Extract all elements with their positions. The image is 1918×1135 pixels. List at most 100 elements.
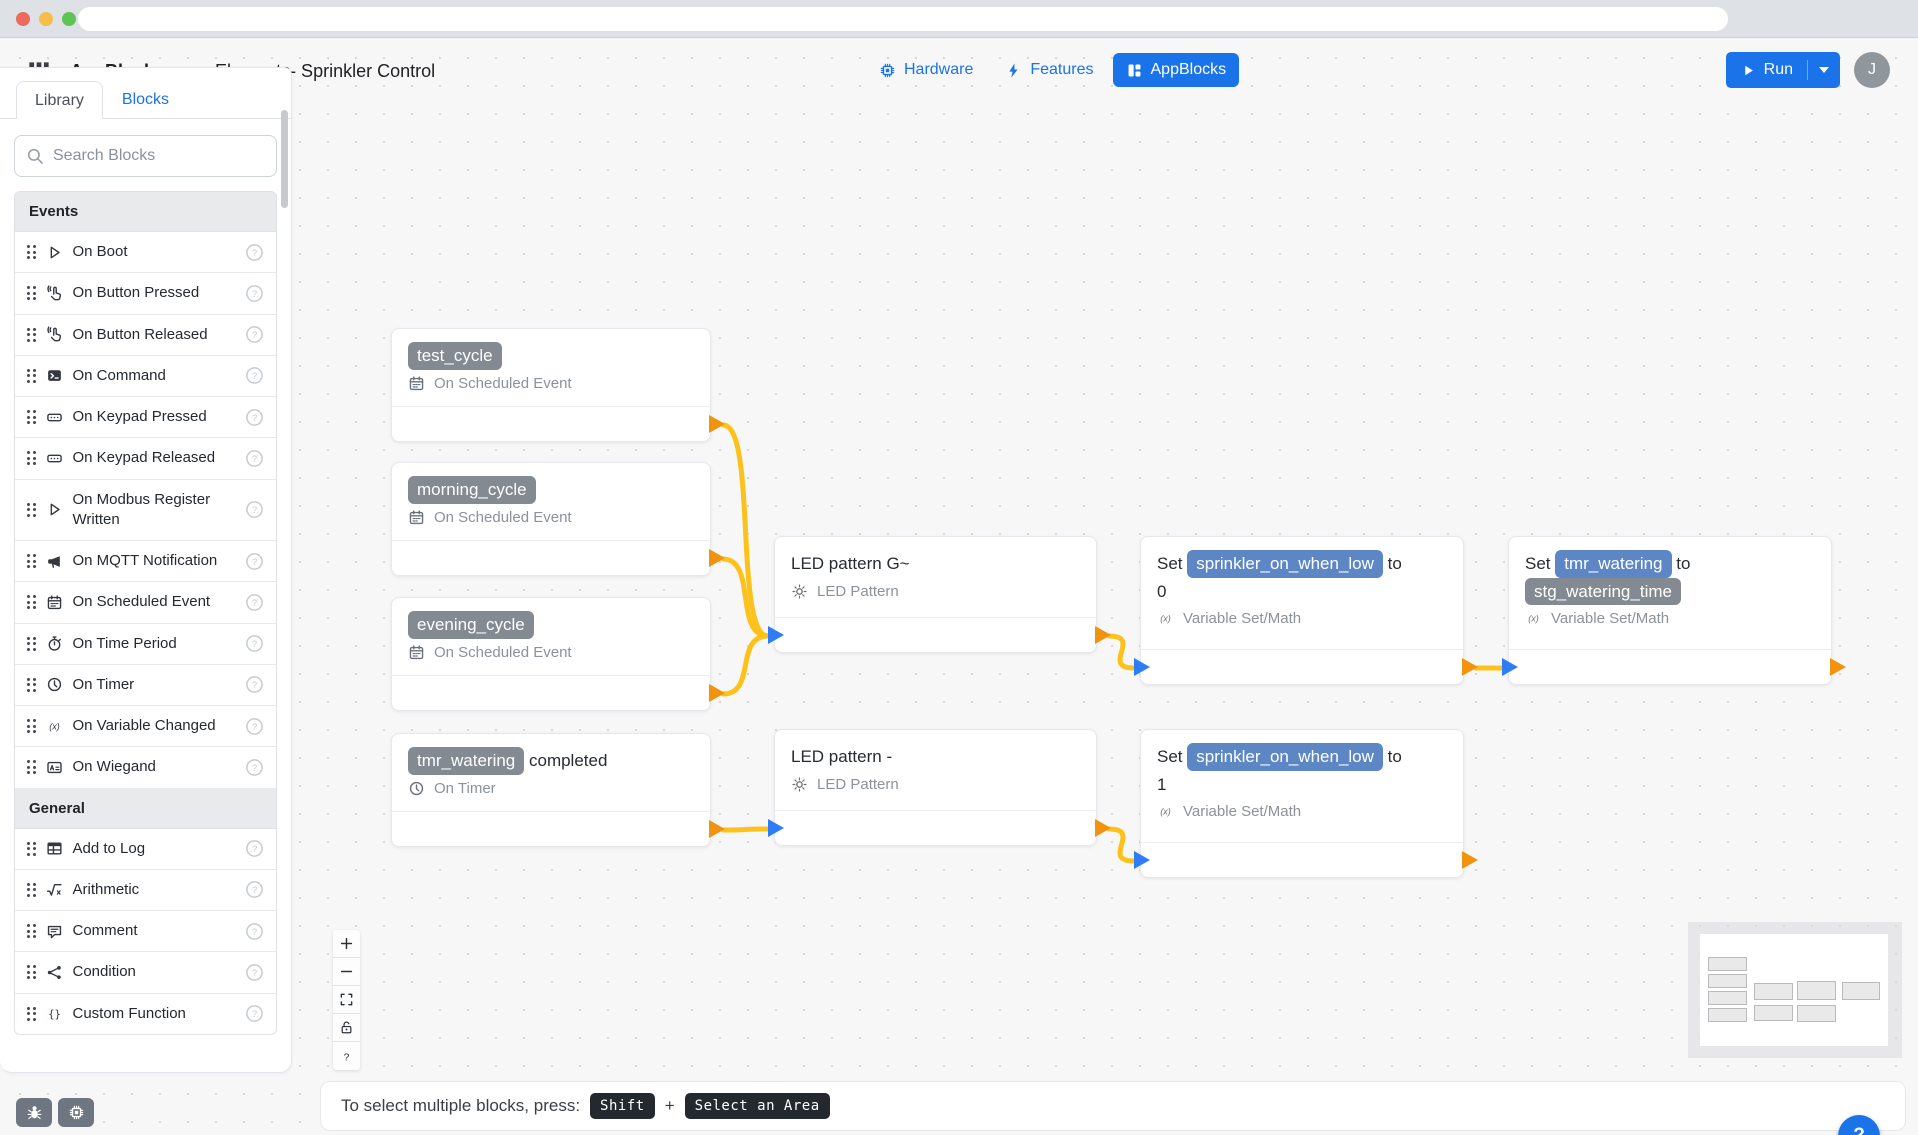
run-button[interactable]: Run xyxy=(1726,61,1807,79)
output-port-arrow[interactable] xyxy=(1095,819,1111,837)
help-circle-icon[interactable]: ? xyxy=(245,922,264,941)
flow-block-led_pattern_g[interactable]: LED pattern G~LED Pattern xyxy=(768,536,1111,653)
maximize-window-button[interactable] xyxy=(62,12,76,26)
flow-block-led_pattern_dash[interactable]: LED pattern -LED Pattern xyxy=(768,729,1111,846)
drag-handle-icon[interactable] xyxy=(27,368,36,383)
drag-handle-icon[interactable] xyxy=(27,595,36,610)
sidebar-scrollbar[interactable] xyxy=(281,110,288,208)
help-circle-icon[interactable]: ? xyxy=(245,500,264,519)
tab-features[interactable]: Features xyxy=(992,53,1106,87)
input-port-arrow[interactable] xyxy=(768,626,784,644)
search-input[interactable] xyxy=(14,135,277,177)
library-item[interactable]: {}Custom Function? xyxy=(15,993,276,1034)
drag-handle-icon[interactable] xyxy=(27,1006,36,1021)
input-port-arrow[interactable] xyxy=(1134,658,1150,676)
library-item[interactable]: (x)On Variable Changed? xyxy=(15,706,276,748)
library-item[interactable]: On Button Released? xyxy=(15,314,276,356)
drag-handle-icon[interactable] xyxy=(27,636,36,651)
library-item[interactable]: Add to Log? xyxy=(15,828,276,870)
output-port-arrow[interactable] xyxy=(709,820,725,838)
help-circle-icon[interactable]: ? xyxy=(245,449,264,468)
input-port-arrow[interactable] xyxy=(1134,851,1150,869)
output-port-arrow[interactable] xyxy=(1462,851,1478,869)
help-circle-icon[interactable]: ? xyxy=(245,880,264,899)
library-item[interactable]: On Timer? xyxy=(15,664,276,706)
minimap[interactable] xyxy=(1688,922,1902,1058)
close-window-button[interactable] xyxy=(16,12,30,26)
drag-handle-icon[interactable] xyxy=(27,882,36,897)
library-item[interactable]: On Modbus Register Written? xyxy=(15,479,276,541)
library-item[interactable]: Comment? xyxy=(15,911,276,953)
help-circle-icon[interactable]: ? xyxy=(245,963,264,982)
output-port-arrow[interactable] xyxy=(1462,658,1478,676)
help-circle-icon[interactable]: ? xyxy=(245,717,264,736)
minimize-window-button[interactable] xyxy=(39,12,53,26)
help-circle-icon[interactable]: ? xyxy=(245,758,264,777)
help-circle-icon[interactable]: ? xyxy=(245,675,264,694)
input-port-arrow[interactable] xyxy=(1502,658,1518,676)
output-port-arrow[interactable] xyxy=(709,415,725,433)
drag-handle-icon[interactable] xyxy=(27,554,36,569)
drag-handle-icon[interactable] xyxy=(27,677,36,692)
drag-handle-icon[interactable] xyxy=(27,327,36,342)
library-item[interactable]: On Command? xyxy=(15,355,276,397)
drag-handle-icon[interactable] xyxy=(27,760,36,775)
drag-handle-icon[interactable] xyxy=(27,841,36,856)
output-port-arrow[interactable] xyxy=(709,684,725,702)
help-circle-icon[interactable]: ? xyxy=(245,552,264,571)
library-item[interactable]: On Keypad Pressed? xyxy=(15,397,276,439)
library-item[interactable]: On Time Period? xyxy=(15,623,276,665)
help-circle-icon[interactable]: ? xyxy=(245,366,264,385)
help-circle-icon[interactable]: ? xyxy=(245,408,264,427)
library-item[interactable]: On Wiegand? xyxy=(15,747,276,789)
help-circle-icon[interactable]: ? xyxy=(245,325,264,344)
library-item[interactable]: On Button Pressed? xyxy=(15,273,276,315)
help-circle-icon[interactable]: ? xyxy=(245,1004,264,1023)
output-port-arrow[interactable] xyxy=(1830,658,1846,676)
drag-handle-icon[interactable] xyxy=(27,451,36,466)
drag-handle-icon[interactable] xyxy=(27,245,36,260)
library-item[interactable]: Arithmetic? xyxy=(15,869,276,911)
zoom-out-button[interactable] xyxy=(333,958,360,986)
library-item[interactable]: On Keypad Released? xyxy=(15,438,276,480)
avatar[interactable]: J xyxy=(1854,52,1890,88)
help-circle-icon[interactable]: ? xyxy=(245,593,264,612)
help-button[interactable]: ? xyxy=(333,1042,360,1070)
output-port-arrow[interactable] xyxy=(1095,626,1111,644)
input-port-arrow[interactable] xyxy=(768,819,784,837)
sidebar-tab-library[interactable]: Library xyxy=(16,81,103,119)
help-circle-icon[interactable]: ? xyxy=(245,839,264,858)
help-circle-icon[interactable]: ? xyxy=(245,634,264,653)
drag-handle-icon[interactable] xyxy=(27,719,36,734)
tab-appblocks[interactable]: AppBlocks xyxy=(1112,53,1240,87)
drag-handle-icon[interactable] xyxy=(27,502,36,517)
library-item[interactable]: On Boot? xyxy=(15,232,276,274)
help-circle-icon[interactable]: ? xyxy=(245,243,264,262)
drag-handle-icon[interactable] xyxy=(27,410,36,425)
help-fab-button[interactable]: ? xyxy=(1838,1115,1880,1135)
address-bar[interactable] xyxy=(78,7,1728,31)
device-button[interactable] xyxy=(58,1098,94,1127)
help-circle-icon[interactable]: ? xyxy=(245,284,264,303)
library-item[interactable]: On MQTT Notification? xyxy=(15,541,276,583)
library-item[interactable]: On Scheduled Event? xyxy=(15,582,276,624)
library-item[interactable]: Condition? xyxy=(15,952,276,994)
tab-hardware[interactable]: Hardware xyxy=(866,53,986,87)
zoom-in-button[interactable] xyxy=(333,930,360,958)
debug-button[interactable] xyxy=(16,1098,52,1127)
drag-handle-icon[interactable] xyxy=(27,286,36,301)
output-port-arrow[interactable] xyxy=(709,549,725,567)
sidebar-tab-blocks[interactable]: Blocks xyxy=(103,80,188,118)
drag-handle-icon[interactable] xyxy=(27,965,36,980)
drag-handle-icon[interactable] xyxy=(27,924,36,939)
run-options-button[interactable] xyxy=(1808,67,1840,73)
fit-view-button[interactable] xyxy=(333,986,360,1014)
lock-button[interactable] xyxy=(333,1014,360,1042)
